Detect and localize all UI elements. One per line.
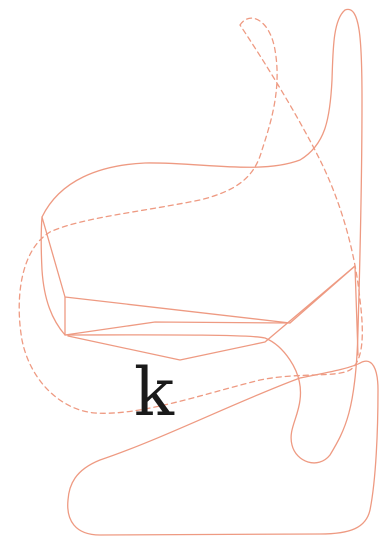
hidden-contour <box>19 18 362 413</box>
base-block <box>68 361 378 535</box>
outer-contour <box>41 9 362 463</box>
figure-label: k <box>134 360 174 426</box>
lower-wedge <box>68 266 355 360</box>
middle-plate-edge <box>65 322 290 335</box>
upper-plate-edge <box>42 217 358 355</box>
